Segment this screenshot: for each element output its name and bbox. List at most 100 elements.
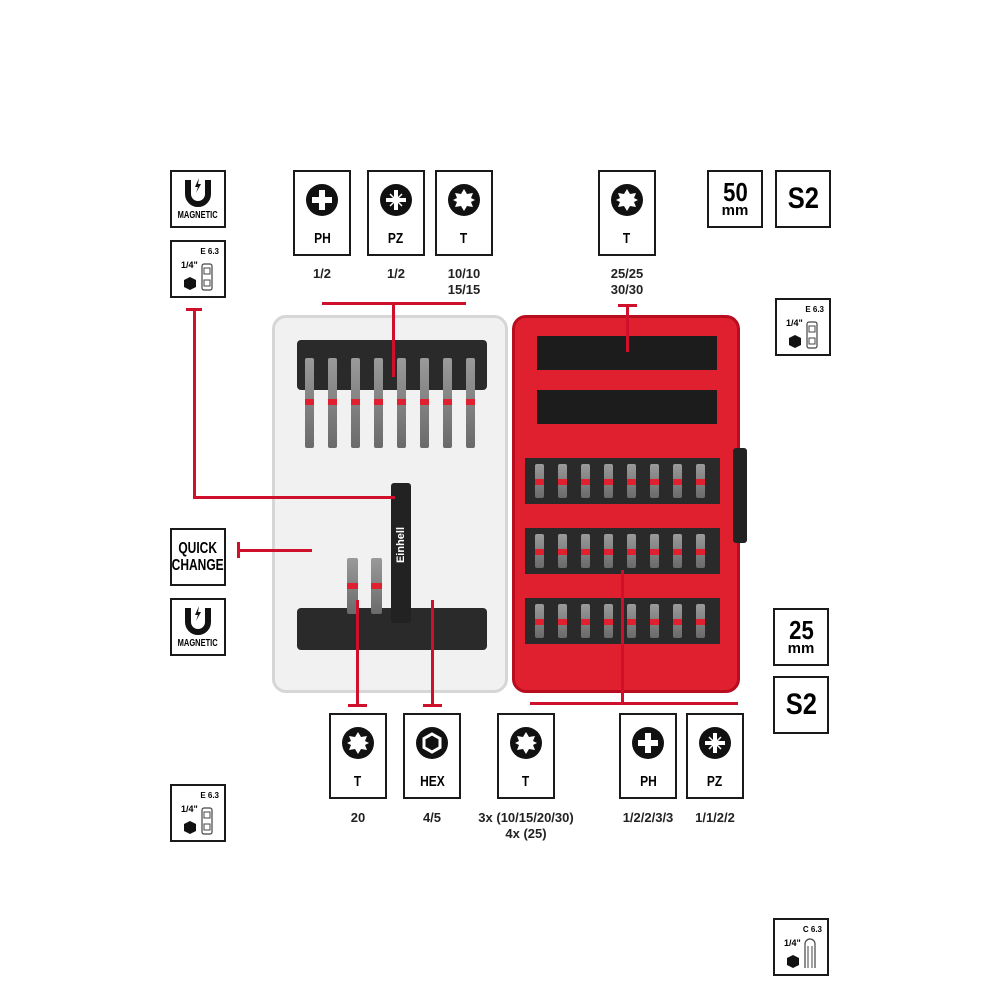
magnetic-badge: MAGNETIC — [170, 170, 226, 228]
bit-color-ring — [466, 398, 475, 405]
bit-color-ring — [305, 398, 314, 405]
bit-sizes: 3x (10/15/20/30)4x (25) — [456, 810, 596, 842]
drive-standard: E 6.3 — [805, 305, 824, 314]
screwdriver-bit — [604, 464, 613, 498]
screwdriver-bit — [581, 604, 590, 638]
bit-size-line: 10/10 — [447, 266, 481, 281]
hex-shank-icon — [786, 938, 816, 969]
bit-color-ring — [696, 479, 705, 486]
bit-color-ring — [397, 398, 406, 405]
bit-color-ring — [558, 619, 567, 626]
bit-color-ring — [535, 619, 544, 626]
screwdriver-bit — [347, 558, 358, 614]
bit-color-ring — [696, 619, 705, 626]
pozidriv-icon — [699, 727, 731, 759]
phillips-icon — [306, 184, 338, 216]
bit-type-label: PZ — [388, 230, 404, 247]
bit-color-ring — [558, 479, 567, 486]
callout-line — [356, 600, 359, 705]
screwdriver-bit — [673, 534, 682, 568]
bit-holder-einhell: Einhell — [391, 483, 411, 623]
bit-type-label: PZ — [707, 773, 723, 790]
bit-size-line: 4x (25) — [505, 826, 547, 841]
callout-line — [431, 600, 434, 705]
bit-color-ring — [535, 549, 544, 556]
bit-color-ring — [604, 549, 613, 556]
bit-color-ring — [627, 619, 636, 626]
length-value: 25 — [788, 615, 814, 645]
magnetic-label: MAGNETIC — [177, 209, 219, 221]
bit-color-ring — [420, 398, 429, 405]
screwdriver-bit — [696, 464, 705, 498]
bit-color-ring — [347, 583, 358, 590]
bit-color-ring — [558, 549, 567, 556]
quick-change-text: CHANGE — [171, 557, 225, 574]
length-unit: mm — [787, 640, 815, 657]
screwdriver-bit — [397, 358, 406, 448]
case-latch[interactable] — [733, 448, 747, 543]
screwdriver-bit — [535, 534, 544, 568]
length-unit: mm — [721, 202, 749, 219]
bit-type-t-top: T — [435, 170, 493, 256]
callout-line — [193, 496, 395, 499]
bit-color-ring — [627, 549, 636, 556]
screwdriver-bit — [673, 464, 682, 498]
pozidriv-icon — [380, 184, 412, 216]
phillips-icon — [632, 727, 664, 759]
bit-color-ring — [696, 549, 705, 556]
callout-line — [423, 704, 442, 707]
bit-size-line: 15/15 — [447, 282, 481, 297]
bit-color-ring — [673, 479, 682, 486]
bit-type-hex: HEX — [403, 713, 461, 799]
bit-type-label: HEX — [419, 773, 445, 790]
bit-color-ring — [673, 619, 682, 626]
case-red-tray — [512, 315, 740, 693]
drive-size: 1/4" — [181, 804, 198, 814]
bit-type-ph-bottom: PH — [619, 713, 677, 799]
bit-sizes: 4/5 — [422, 810, 442, 825]
bit-sizes: 1/2 — [386, 266, 406, 281]
torx-icon — [510, 727, 542, 759]
length-value: 50 — [722, 177, 748, 207]
magnetic-label: MAGNETIC — [177, 637, 219, 649]
steel-grade: S2 — [787, 182, 819, 215]
bit-color-ring — [650, 479, 659, 486]
hex-icon — [416, 727, 448, 759]
screwdriver-bit — [558, 604, 567, 638]
callout-line — [626, 304, 629, 352]
torx-icon — [448, 184, 480, 216]
screwdriver-bit — [466, 358, 475, 448]
brand-logo: Einhell — [395, 526, 407, 564]
screwdriver-bit — [558, 534, 567, 568]
screwdriver-bit — [696, 604, 705, 638]
magnet-icon — [182, 606, 214, 636]
screwdriver-bit — [328, 358, 337, 448]
drive-standard-badge: E 6.3 1/4" — [170, 240, 226, 298]
screwdriver-bit — [604, 604, 613, 638]
screwdriver-bit — [650, 534, 659, 568]
magnetic-badge: MAGNETIC — [170, 598, 226, 656]
bit-size-line: 30/30 — [610, 282, 644, 297]
quick-change-text: QUICK — [178, 540, 218, 557]
screwdriver-bit — [650, 464, 659, 498]
drive-size: 1/4" — [181, 260, 198, 270]
case-clear-lid: Einhell — [272, 315, 508, 693]
steel-grade: S2 — [785, 688, 817, 721]
bit-color-ring — [581, 619, 590, 626]
bit-color-ring — [443, 398, 452, 405]
screwdriver-bit — [351, 358, 360, 448]
bit-color-ring — [371, 583, 382, 590]
bit-type-label: T — [460, 230, 468, 247]
bit-color-ring — [581, 549, 590, 556]
bit-type-t-top-right: T — [598, 170, 656, 256]
bit-holder-row — [537, 390, 717, 424]
bit-sizes: 1/2/2/3/3 — [622, 810, 674, 825]
